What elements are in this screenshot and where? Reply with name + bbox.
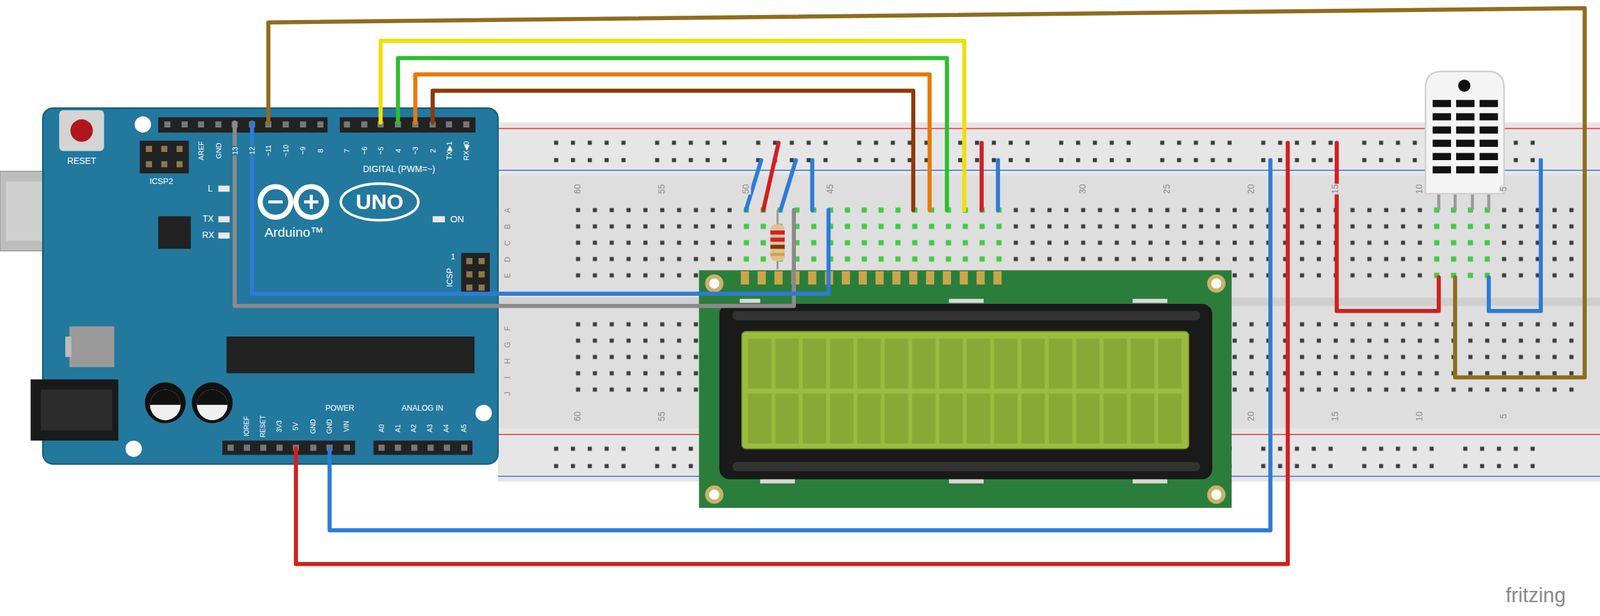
column-number: 60 xyxy=(573,410,583,422)
board-label: ICSP xyxy=(445,267,455,288)
board-label: TX xyxy=(202,214,215,225)
pin-label: 3V3 xyxy=(275,420,284,434)
board-label: 1 xyxy=(450,252,457,262)
pin-label: ~10 xyxy=(282,144,291,158)
pin-label: TX▶1 xyxy=(444,141,453,162)
row-letter: B xyxy=(503,223,512,230)
pin-label: ~11 xyxy=(264,144,273,158)
pin-label: VIN xyxy=(342,420,351,433)
column-number: 15 xyxy=(1331,410,1341,422)
pin-label: 7 xyxy=(342,148,352,154)
pin-label: AREF xyxy=(197,140,206,161)
row-letter: H xyxy=(503,358,512,365)
pin-label: A3 xyxy=(427,424,435,434)
arduino-uno-board xyxy=(0,108,499,465)
column-number: 5 xyxy=(1499,185,1509,193)
pin-label: ~9 xyxy=(299,146,308,156)
board-label: POWER xyxy=(324,405,355,414)
resistor-symbol xyxy=(770,210,785,270)
row-letter: C xyxy=(503,239,512,247)
board-label: RESET xyxy=(66,156,97,166)
column-number: 55 xyxy=(657,183,668,195)
board-label: RX xyxy=(201,231,215,241)
column-number: 10 xyxy=(1415,183,1425,195)
board-label: ON xyxy=(449,214,465,225)
pin-label: ~5 xyxy=(376,146,386,156)
pin-label: RESET xyxy=(259,414,267,438)
watermark: fritzing xyxy=(1505,584,1567,608)
row-letter: E xyxy=(503,272,512,279)
board-label: ANALOG IN xyxy=(400,405,444,414)
board-label: DIGITAL (PWM=~) xyxy=(362,164,436,175)
pin-label: IOREF xyxy=(243,415,251,438)
pin-label: A5 xyxy=(460,424,469,434)
column-number: 30 xyxy=(1078,183,1089,195)
column-number: 25 xyxy=(1162,183,1173,195)
pin-label: 8 xyxy=(316,148,325,154)
pin-label: 12 xyxy=(248,146,257,156)
column-number: 55 xyxy=(657,410,668,422)
column-number: 60 xyxy=(573,183,583,195)
column-number: 10 xyxy=(1415,410,1425,422)
row-letter: I xyxy=(503,375,512,379)
row-letter: J xyxy=(503,391,512,397)
jumper-wires xyxy=(234,8,1585,565)
pin-label: RX◀0 xyxy=(462,140,471,162)
column-number: 5 xyxy=(1499,413,1509,420)
column-number: 20 xyxy=(1246,183,1257,195)
pin-label: A4 xyxy=(443,424,452,434)
column-number: 45 xyxy=(826,183,836,195)
row-letter: A xyxy=(503,207,512,214)
pin-label: ~6 xyxy=(360,146,369,156)
pin-label: 2 xyxy=(428,148,437,154)
pin-label: A2 xyxy=(410,424,419,434)
column-number: 15 xyxy=(1331,183,1341,195)
pin-label: ~3 xyxy=(411,146,420,156)
pin-label: A0 xyxy=(378,424,386,434)
dht-sensor xyxy=(1425,71,1504,211)
board-label: UNO xyxy=(354,190,404,215)
board-label: Arduino™ xyxy=(263,225,325,240)
board-label: ICSP2 xyxy=(148,177,175,186)
pin-label: 13 xyxy=(230,146,239,156)
row-letter: G xyxy=(503,341,512,349)
pin-label: GND xyxy=(326,418,334,435)
row-letter: F xyxy=(503,325,512,332)
pin-label: A1 xyxy=(394,424,403,434)
row-letter: D xyxy=(503,255,512,263)
board-label: L xyxy=(207,184,214,194)
column-number: 50 xyxy=(741,183,752,195)
column-number: 20 xyxy=(1246,410,1257,422)
pin-label: 4 xyxy=(393,148,403,154)
pin-label: 5V xyxy=(292,422,300,432)
pin-label: GND xyxy=(309,418,318,435)
pin-label: GND xyxy=(214,142,223,160)
